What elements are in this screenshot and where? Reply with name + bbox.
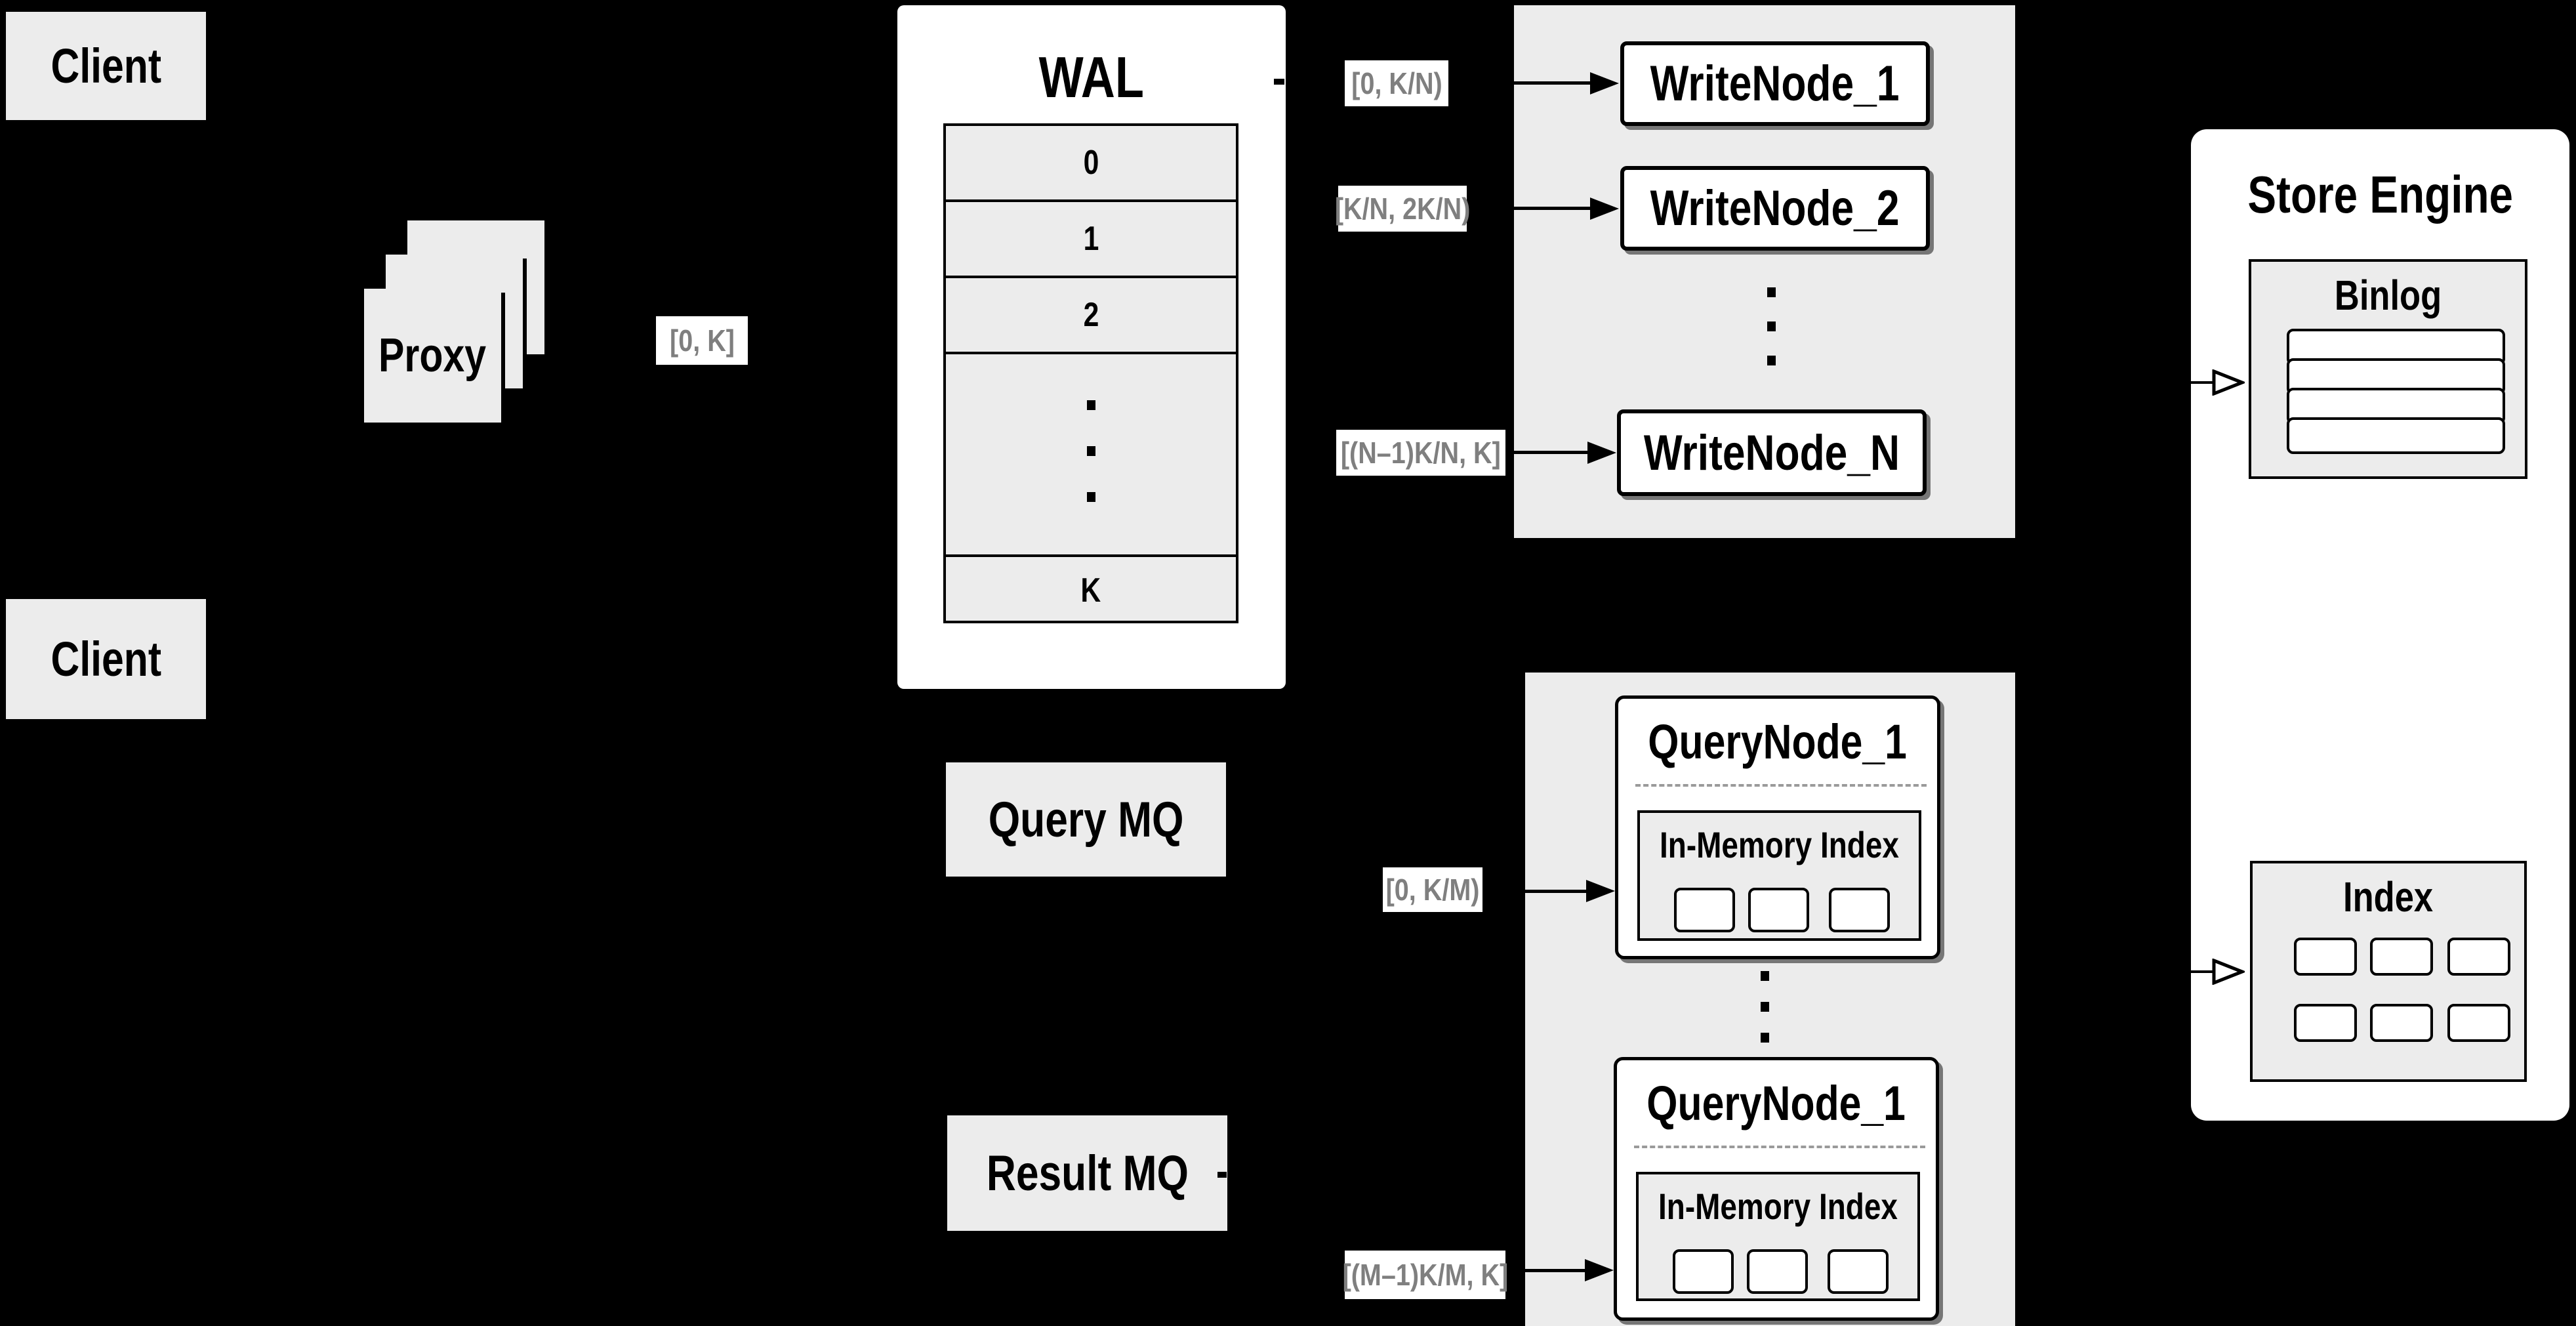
arrow-right-icon	[1586, 880, 1615, 902]
wal-table: 0 1 2 K	[943, 123, 1238, 623]
in-memory-index-box-1: In-Memory Index	[1637, 810, 1921, 941]
query-node-1-title: QueryNode_1	[1648, 714, 1908, 769]
wal-row-2: 2	[946, 278, 1236, 354]
client-node-bottom: Client	[6, 599, 206, 719]
in-memory-index-title: In-Memory Index	[1658, 1185, 1898, 1227]
arrow-line	[1451, 81, 1590, 85]
client-bottom-label: Client	[51, 632, 161, 686]
open-arrow-right-icon	[2212, 369, 2245, 396]
arrow-right-icon	[1587, 442, 1616, 464]
wal-row-0: 0	[946, 126, 1236, 202]
ellipsis-dot	[1087, 400, 1095, 410]
index-title: Index	[2343, 873, 2434, 921]
proxy-label: Proxy	[378, 329, 487, 382]
range-label-write-1: [0, K/N)	[1345, 60, 1448, 106]
wal-row-ellipsis	[946, 354, 1236, 557]
ellipsis-dot	[1761, 1033, 1769, 1043]
wal-edge-tick	[1274, 79, 1284, 85]
write-node-n: WriteNode_N	[1617, 409, 1927, 496]
index-segment	[1747, 1249, 1808, 1294]
arrow-line	[1508, 451, 1587, 454]
query-node-1: QueryNode_1 In-Memory Index	[1615, 695, 1940, 959]
index-segment	[1748, 888, 1809, 932]
wal-panel: WAL 0 1 2 K	[897, 5, 1286, 689]
proxy-node: Proxy	[364, 289, 501, 423]
in-memory-index-title: In-Memory Index	[1660, 823, 1899, 865]
ellipsis-dot	[1767, 321, 1776, 331]
open-arrow-right-icon	[2212, 959, 2245, 985]
range-label-0-k: [0, K]	[656, 316, 748, 365]
wal-row-1: 1	[946, 202, 1236, 278]
write-node-2: WriteNode_2	[1620, 166, 1930, 251]
binlog-box: Binlog	[2249, 259, 2527, 479]
arrow-line	[2191, 381, 2217, 384]
arrow-line	[1485, 890, 1586, 893]
binlog-segment	[2287, 417, 2505, 454]
ellipsis-dot	[1761, 1002, 1769, 1012]
index-segment	[2447, 938, 2510, 976]
index-segment	[2294, 1004, 2357, 1042]
index-box: Index	[2250, 861, 2527, 1082]
index-segment	[2370, 938, 2433, 976]
arrow-line	[2191, 970, 2217, 973]
binlog-title: Binlog	[2334, 272, 2442, 319]
arrow-right-icon	[1590, 72, 1619, 94]
wal-row-k: K	[1080, 571, 1101, 610]
write-node-1: WriteNode_1	[1620, 41, 1930, 126]
query-mq-node: Query MQ	[946, 762, 1226, 877]
ellipsis-dot	[1767, 356, 1776, 365]
dashed-divider	[1634, 1146, 1925, 1148]
range-label-query-1: [0, K/M)	[1383, 867, 1482, 912]
query-node-2-title: QueryNode_1	[1646, 1075, 1906, 1130]
index-segment	[2370, 1004, 2433, 1042]
index-segment	[2447, 1004, 2510, 1042]
ellipsis-dot	[1087, 492, 1095, 502]
store-engine-title: Store Engine	[2247, 165, 2513, 224]
client-node-top: Client	[6, 12, 206, 120]
ellipsis-dot	[1767, 287, 1776, 297]
index-segment	[1828, 1249, 1889, 1294]
arrow-line	[1469, 207, 1590, 210]
store-engine-panel: Store Engine Binlog Index	[2191, 129, 2569, 1121]
arrow-line	[1508, 1269, 1585, 1272]
arrow-right-icon	[1590, 197, 1619, 220]
ellipsis-dot	[1761, 971, 1769, 981]
wal-title: WAL	[1038, 45, 1145, 110]
index-segment	[1673, 1249, 1734, 1294]
range-label-write-n: [(N–1)K/N, K]	[1336, 430, 1505, 476]
index-segment	[2294, 938, 2357, 976]
result-mq-node: Result MQ	[947, 1115, 1227, 1231]
dashed-divider	[1635, 784, 1927, 787]
arrow-right-icon	[1585, 1259, 1614, 1281]
query-node-2: QueryNode_1 In-Memory Index	[1614, 1057, 1939, 1321]
range-label-query-m: [(M–1)K/M, K]	[1342, 1251, 1508, 1299]
in-memory-index-box-2: In-Memory Index	[1636, 1172, 1920, 1301]
ellipsis-dot	[1087, 446, 1095, 456]
result-mq-edge-tick	[1217, 1172, 1227, 1178]
index-segment	[1829, 888, 1890, 932]
client-top-label: Client	[51, 39, 161, 93]
index-segment	[1674, 888, 1735, 932]
range-label-write-2: [K/N, 2K/N)	[1335, 186, 1470, 232]
